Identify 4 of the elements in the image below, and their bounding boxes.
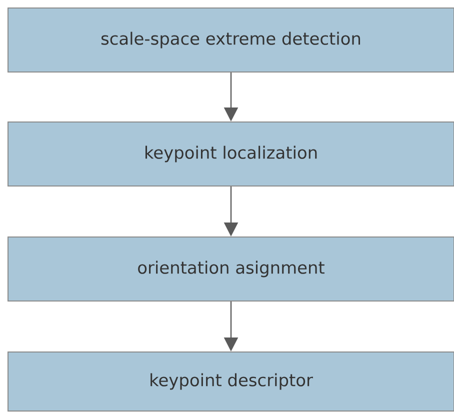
process-box: scale-space extreme detection <box>8 8 454 72</box>
process-box: keypoint descriptor <box>8 352 454 412</box>
process-box: orientation asignment <box>8 236 454 302</box>
process-box: keypoint localization <box>8 122 454 186</box>
